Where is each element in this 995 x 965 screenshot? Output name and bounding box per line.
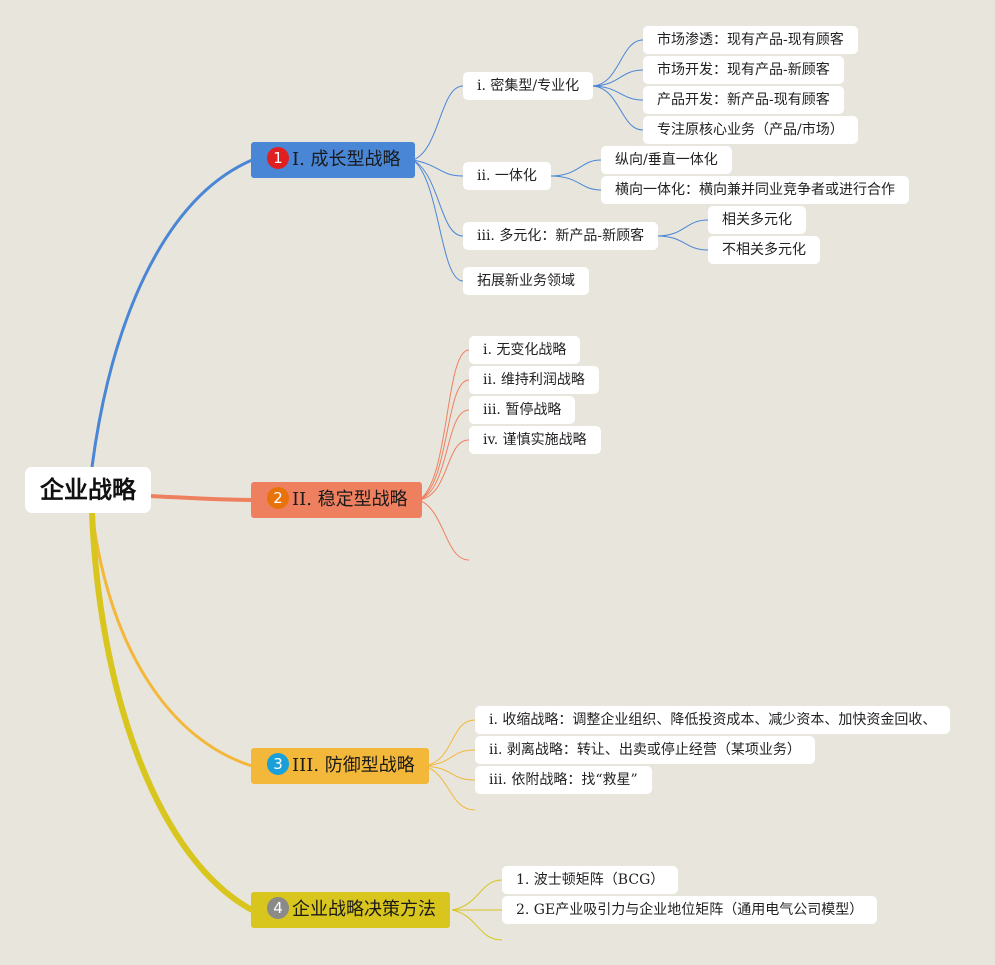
node-maintain-profit[interactable]: ii. 维持利润战略: [469, 366, 599, 394]
number-badge: 2: [267, 487, 289, 509]
node-product-development[interactable]: 产品开发：新产品-现有顾客: [643, 86, 844, 114]
node-market-development[interactable]: 市场开发：现有产品-新顾客: [643, 56, 844, 84]
branch-label: I. 成长型战略: [292, 149, 401, 170]
node-no-change[interactable]: i. 无变化战略: [469, 336, 581, 364]
node-captive[interactable]: iii. 依附战略：找“救星”: [475, 766, 652, 794]
branch-label: II. 稳定型战略: [292, 489, 408, 510]
node-market-penetration[interactable]: 市场渗透：现有产品-现有顾客: [643, 26, 858, 54]
number-badge: 3: [267, 753, 289, 775]
node-related-diversification[interactable]: 相关多元化: [708, 206, 806, 234]
number-badge: 4: [267, 897, 289, 919]
node-intensive[interactable]: i. 密集型/专业化: [463, 72, 594, 100]
node-retrenchment[interactable]: i. 收缩战略：调整企业组织、降低投资成本、减少资本、加快资金回收、: [475, 706, 951, 734]
node-cautious[interactable]: iv. 谨慎实施战略: [469, 426, 601, 454]
branch-label: III. 防御型战略: [292, 755, 415, 776]
node-pause[interactable]: iii. 暂停战略: [469, 396, 576, 424]
node-bcg-matrix[interactable]: 1. 波士顿矩阵（BCG）: [502, 866, 679, 894]
node-integration[interactable]: ii. 一体化: [463, 162, 551, 190]
number-badge: 1: [267, 147, 289, 169]
node-diversification[interactable]: iii. 多元化：新产品-新顾客: [463, 222, 659, 250]
node-horizontal-integration[interactable]: 横向一体化：横向兼并同业竞争者或进行合作: [601, 176, 909, 204]
node-ge-matrix[interactable]: 2. GE产业吸引力与企业地位矩阵（通用电气公司模型）: [502, 896, 878, 924]
node-new-business[interactable]: 拓展新业务领域: [463, 267, 589, 295]
node-divestment[interactable]: ii. 剥离战略：转让、出卖或停止经营（某项业务）: [475, 736, 815, 764]
root-node[interactable]: 企业战略: [25, 467, 151, 513]
branch-label: 企业战略决策方法: [292, 899, 436, 920]
node-unrelated-diversification[interactable]: 不相关多元化: [708, 236, 820, 264]
node-vertical-integration[interactable]: 纵向/垂直一体化: [601, 146, 732, 174]
node-focus-core[interactable]: 专注原核心业务（产品/市场）: [643, 116, 858, 144]
